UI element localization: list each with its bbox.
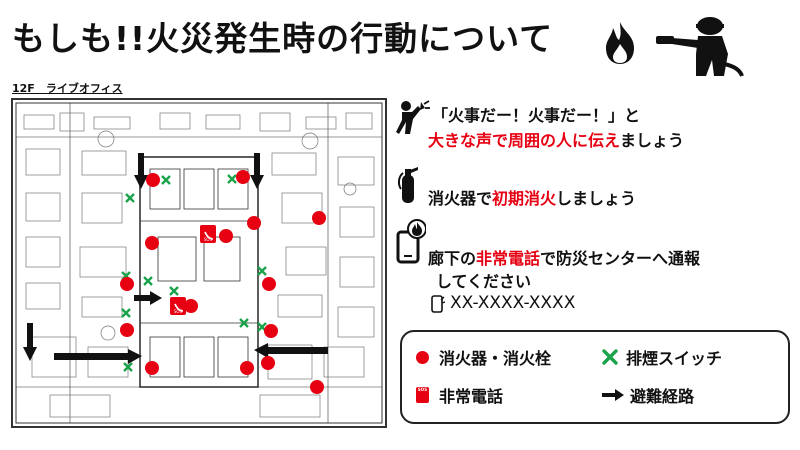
firefighter-icon <box>656 17 744 77</box>
floor-label: 12F ライブオフィス <box>12 82 123 95</box>
extinguisher-markers <box>120 170 326 394</box>
emergency-phone-markers: SOS SOS <box>170 225 216 315</box>
floor-outline <box>11 98 387 428</box>
office-furniture <box>23 112 375 418</box>
sos-label: SOS <box>204 237 213 242</box>
smoke-switch-markers <box>121 174 267 372</box>
shout-line-2: 大きな声で周囲の人に伝えましょう <box>428 127 684 151</box>
legend-evacuation-route: 避難経路 <box>602 383 694 407</box>
sos-badge-label: SOS <box>417 387 428 392</box>
call-prefix: 廊下の <box>428 249 477 268</box>
legend-extinguisher: 消火器・消火栓 <box>416 345 551 369</box>
shout-suffix: ましょう <box>620 131 685 150</box>
legend-smoke-switch: 排煙スイッチ <box>602 345 722 369</box>
shout-emphasis: 大きな声で周囲の人に伝え <box>428 131 621 150</box>
mobile-phone-icon <box>431 295 446 313</box>
extinguish-text: 消火器で初期消火しましょう <box>428 185 636 209</box>
green-x-icon <box>602 349 618 365</box>
legend-emergency-phone: SOS 非常電話 <box>416 383 503 407</box>
shout-line-1: 「火事だー！火事だー！」と <box>432 106 641 125</box>
shouting-person-icon <box>396 100 430 134</box>
emergency-phone-icon: SOS <box>416 387 429 403</box>
central-core <box>139 156 259 388</box>
legend-smoke-switch-label: 排煙スイッチ <box>626 349 723 368</box>
phone-alert-icon <box>396 219 426 264</box>
call-line-2: してください <box>436 272 532 291</box>
black-arrow-icon <box>602 389 624 401</box>
fire-extinguisher-icon <box>397 167 418 203</box>
extinguish-emphasis: 初期消火 <box>492 189 557 208</box>
page-title: もしも!!火災発生時の行動について <box>12 19 554 58</box>
floor-plan-map: SOS SOS <box>11 98 387 428</box>
legend-extinguisher-label: 消火器・消火栓 <box>439 349 552 368</box>
map-legend: 消火器・消火栓 排煙スイッチ SOS 非常電話 避難経路 <box>400 330 790 424</box>
sos-label: SOS <box>174 309 183 314</box>
evacuation-arrows <box>23 153 328 364</box>
phone-number: XX-XXXX-XXXX <box>450 293 576 313</box>
fire-icon <box>606 22 634 64</box>
red-dot-icon <box>416 350 429 364</box>
call-emphasis: 非常電話 <box>476 249 541 268</box>
extinguish-suffix: しましょう <box>556 189 637 208</box>
legend-emergency-phone-label: 非常電話 <box>439 387 504 406</box>
call-line-1: 廊下の非常電話で防災センターへ通報 <box>428 245 700 269</box>
call-suffix: で防災センターへ通報 <box>540 249 701 268</box>
legend-evacuation-route-label: 避難経路 <box>630 387 695 406</box>
extinguish-prefix: 消火器で <box>428 189 493 208</box>
